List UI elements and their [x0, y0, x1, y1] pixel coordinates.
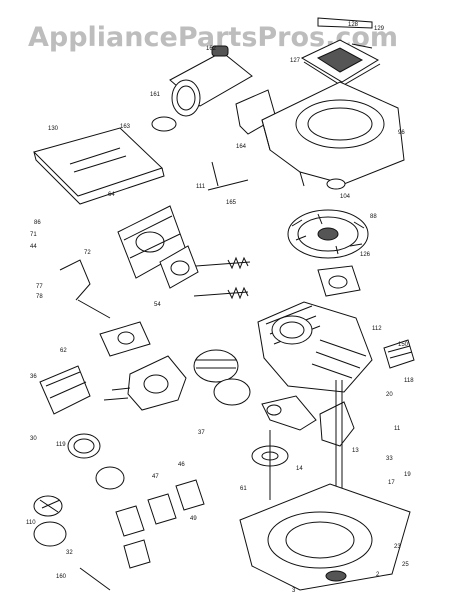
label-119: 119	[56, 442, 66, 448]
label-20: 20	[386, 392, 393, 398]
piston	[193, 349, 251, 406]
label-3: 3	[292, 588, 296, 594]
air-filter	[33, 127, 165, 205]
label-17: 17	[388, 480, 395, 486]
label-19: 19	[404, 472, 411, 478]
label-54: 54	[154, 302, 161, 308]
label-126: 126	[360, 252, 371, 258]
gaskets	[115, 479, 205, 569]
label-72: 72	[84, 250, 91, 256]
breather	[383, 339, 415, 369]
label-161: 161	[150, 92, 161, 98]
label-14: 14	[296, 466, 303, 472]
label-162: 162	[206, 46, 217, 52]
label-49: 49	[190, 516, 197, 522]
label-25: 25	[402, 562, 409, 568]
label-47: 47	[152, 474, 159, 480]
air-cleaner-cover	[300, 17, 381, 87]
blower-housing	[261, 81, 405, 187]
label-11: 11	[394, 426, 401, 432]
label-64: 64	[108, 192, 115, 198]
label-111: 111	[196, 184, 206, 190]
label-46: 46	[178, 462, 185, 468]
connecting-rod	[261, 395, 317, 431]
label-127: 127	[290, 58, 301, 64]
label-112: 112	[372, 326, 382, 332]
label-77: 77	[36, 284, 43, 290]
label-33: 33	[386, 456, 393, 462]
label-164: 164	[236, 144, 247, 150]
label-78: 78	[36, 294, 43, 300]
oil-sump	[239, 483, 411, 591]
label-13: 13	[352, 448, 359, 454]
label-61: 61	[240, 486, 247, 492]
engine-block	[257, 301, 373, 393]
label-165: 165	[226, 200, 237, 206]
bolt	[207, 161, 249, 191]
label-23: 23	[394, 544, 401, 550]
governor-linkage	[59, 259, 111, 319]
label-30: 30	[30, 436, 37, 442]
head-gasket	[159, 245, 199, 289]
camshaft	[251, 430, 289, 500]
label-128: 128	[348, 22, 359, 28]
ignition-armature	[317, 265, 361, 297]
label-62: 62	[60, 348, 67, 354]
muffler	[151, 45, 253, 132]
flywheel	[287, 209, 369, 259]
label-150: 150	[398, 342, 409, 348]
label-118: 118	[404, 378, 414, 384]
label-104: 104	[340, 194, 351, 200]
label-130: 130	[48, 126, 59, 132]
label-32: 32	[66, 550, 73, 556]
filter-cups	[33, 433, 125, 547]
label-129: 129	[374, 26, 385, 32]
label-36: 36	[30, 374, 37, 380]
label-71: 71	[30, 232, 37, 238]
label-88: 88	[370, 214, 377, 220]
label-44: 44	[30, 244, 37, 250]
label-96: 96	[398, 130, 405, 136]
label-86: 86	[34, 220, 41, 226]
part-labels: 128 129 127 162 161 163 130 164 96 111 1…	[26, 22, 414, 594]
dipstick	[79, 567, 111, 591]
carburetor	[103, 355, 187, 411]
label-2: 2	[376, 572, 380, 578]
label-110: 110	[26, 520, 36, 526]
cover-plate	[39, 365, 91, 415]
valves-and-springs	[193, 256, 251, 300]
label-160: 160	[56, 574, 67, 580]
muffler-guard	[235, 89, 277, 135]
intake-manifold	[99, 321, 151, 357]
label-37: 37	[198, 430, 205, 436]
label-163: 163	[120, 124, 131, 130]
flywheel-nut	[326, 178, 346, 190]
